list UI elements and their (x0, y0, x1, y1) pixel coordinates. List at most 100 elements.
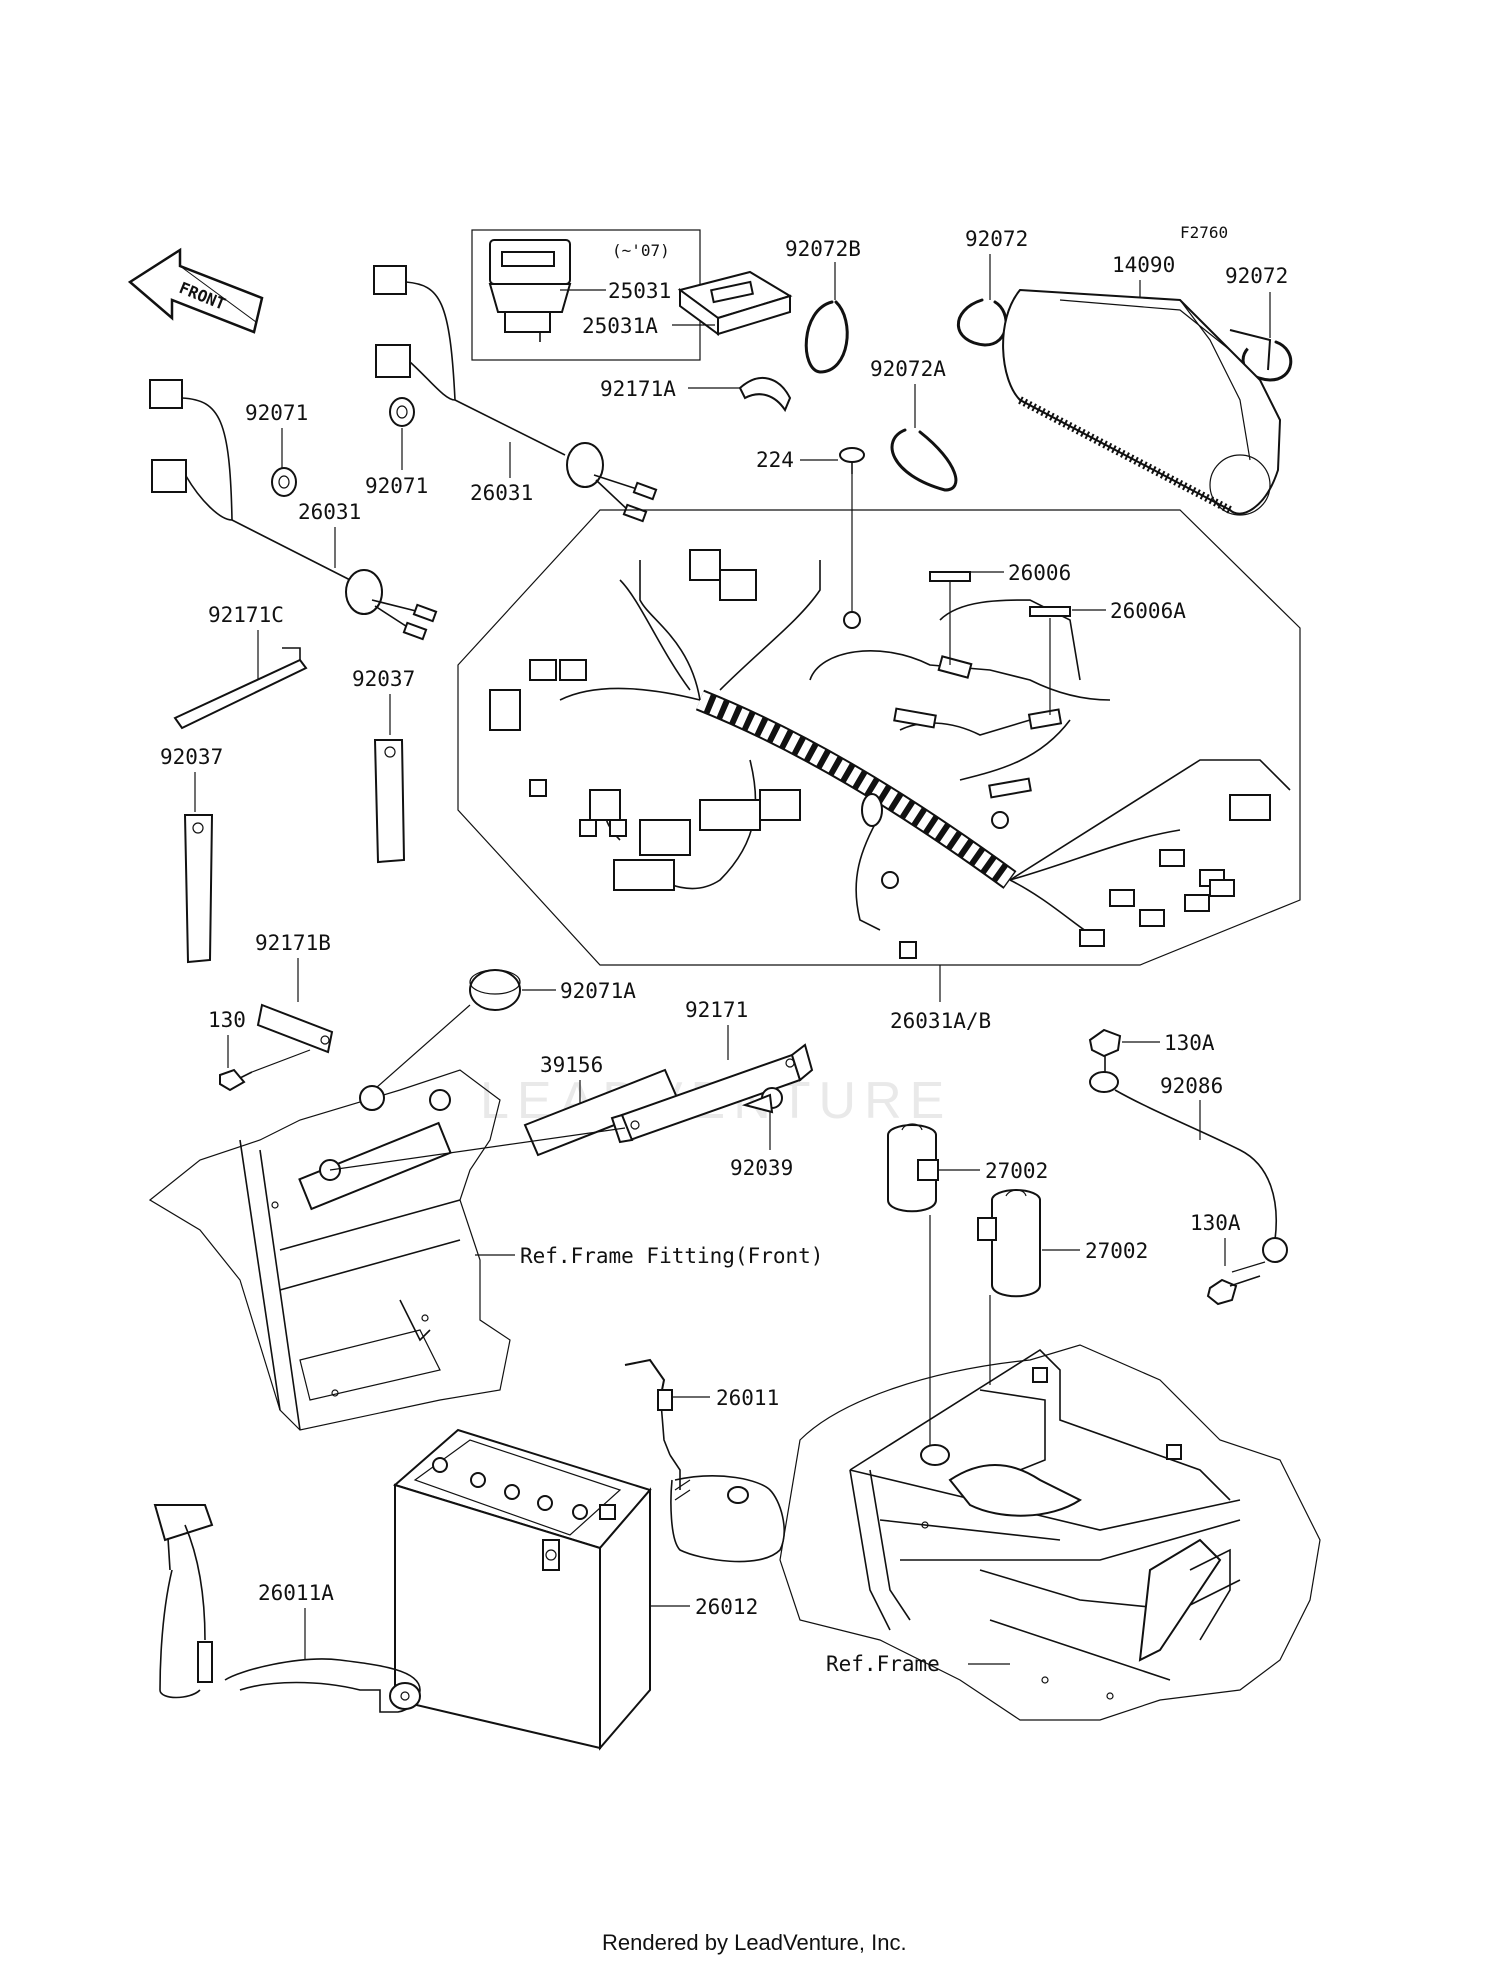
label-25031: 25031 (608, 279, 671, 303)
part-92071-b-group: 92071 (365, 397, 428, 498)
part-14090-group: 14090 (1002, 253, 1282, 516)
figure-code: F2760 (1180, 223, 1228, 242)
cover-14090-icon (1002, 288, 1282, 516)
battery-lead-26011A-icon (153, 1504, 421, 1713)
part-92072B-group: 92072B (785, 237, 861, 374)
bolt-130-icon (219, 1068, 253, 1092)
bracket-92171C-icon (173, 658, 308, 730)
part-92037-left-group: 92037 (160, 745, 223, 964)
label-26031AB: 26031A/B (890, 1009, 991, 1033)
part-27002-bottom-group: 27002 (977, 1189, 1148, 1385)
ref-frame-front-label-group: Ref.Frame Fitting(Front) (475, 1244, 823, 1268)
label-92071-b: 92071 (365, 474, 428, 498)
part-26011-group: 26011 (624, 1358, 785, 1563)
main-harness-26031AB-group: 26031A/B (457, 509, 1301, 1033)
part-130A-top-group: 130A (1088, 1028, 1215, 1080)
label-92071-a: 92071 (245, 401, 308, 425)
part-130A-bottom-group: 130A (1190, 1211, 1266, 1306)
part-92171C-group: 92171C (173, 603, 308, 730)
part-25031-group: (~'07) 25031 (471, 229, 701, 361)
bracket-92171-icon (610, 1043, 814, 1144)
label-92086: 92086 (1160, 1074, 1223, 1098)
grommet-92071-b-icon (389, 397, 415, 427)
part-25031A-group: 25031A (582, 270, 793, 338)
hour-meter-25031-icon (488, 239, 572, 342)
ground-lead-92086-icon (1089, 1071, 1288, 1263)
part-224-group: 224 (756, 447, 865, 629)
footer-credit: Rendered by LeadVenture, Inc. (602, 1930, 907, 1955)
label-92037-right: 92037 (352, 667, 415, 691)
label-92072A: 92072A (870, 357, 946, 381)
label-26031-left: 26031 (298, 500, 361, 524)
part-92171-group: 92171 (610, 998, 814, 1144)
part-26031-left-label-group: 26031 (298, 500, 361, 568)
label-92072-a: 92072 (965, 227, 1028, 251)
part-26006A-group: 26006A (1049, 599, 1186, 715)
cable-tie-92072A-icon (890, 428, 958, 492)
label-130: 130 (208, 1008, 246, 1032)
main-harness-26031AB-icon (489, 549, 1291, 959)
battery-lead-26011-icon (624, 1358, 785, 1563)
battery-26012-icon (392, 1428, 652, 1751)
label-92171: 92171 (685, 998, 748, 1022)
sub-harness-26031-left-icon (149, 379, 438, 641)
bolt-224-icon (839, 447, 865, 474)
frame-fitting-front-icon (148, 1069, 626, 1431)
label-25031A: 25031A (582, 314, 658, 338)
frame-rear-icon (779, 1344, 1321, 1721)
clamp-92171A-icon (738, 377, 792, 413)
label-ref-frame: Ref.Frame (826, 1652, 940, 1676)
part-27002-top-group: 27002 (887, 1123, 1048, 1460)
part-26031-center-label-group: 26031 (470, 442, 533, 505)
label-92072-b: 92072 (1225, 264, 1288, 288)
label-39156: 39156 (540, 1053, 603, 1077)
sub-harness-26031-center-icon (373, 265, 658, 523)
label-25031-note: (~'07) (612, 241, 670, 260)
part-92071-a-group: 92071 (245, 401, 308, 497)
bracket-92171B-icon (256, 1003, 334, 1054)
cable-tie-92072-a-icon (956, 298, 1008, 347)
label-ref-frame-front: Ref.Frame Fitting(Front) (520, 1244, 823, 1268)
part-92086-group: 92086 (1089, 1071, 1288, 1263)
clip-92039-icon (741, 1087, 783, 1114)
label-27002-top: 27002 (985, 1159, 1048, 1183)
cable-tie-92072-b-icon (1241, 338, 1293, 382)
part-92072A-group: 92072A (870, 357, 958, 492)
relay-27002-top-icon (887, 1123, 939, 1213)
label-92171C: 92171C (208, 603, 284, 627)
label-92072B: 92072B (785, 237, 861, 261)
part-92037-right-group: 92037 (352, 667, 415, 864)
label-92071A: 92071A (560, 979, 636, 1003)
label-92039: 92039 (730, 1156, 793, 1180)
label-92171A: 92171A (600, 377, 676, 401)
grommet-92071-a-icon (271, 467, 297, 497)
label-26006A: 26006A (1110, 599, 1186, 623)
part-26011A-group: 26011A (153, 1504, 421, 1713)
band-92037-left-icon (183, 814, 214, 964)
label-26006: 26006 (1008, 561, 1071, 585)
label-26011: 26011 (716, 1386, 779, 1410)
band-92037-right-icon (373, 739, 406, 864)
part-92171B-group: 92171B (255, 931, 334, 1054)
relay-27002-bottom-icon (977, 1189, 1041, 1298)
part-92072-b-group: 92072 (1225, 264, 1293, 382)
label-92037-left: 92037 (160, 745, 223, 769)
label-130A-bottom: 130A (1190, 1211, 1241, 1235)
ref-frame-label-group: Ref.Frame (826, 1652, 1010, 1676)
label-26031-center: 26031 (470, 481, 533, 505)
part-92071A-group: 92071A (367, 969, 636, 1096)
cable-tie-92072B-icon (804, 300, 849, 374)
part-92171A-group: 92171A (600, 377, 792, 413)
part-92039-group: 92039 (730, 1087, 793, 1180)
label-26011A: 26011A (258, 1581, 334, 1605)
label-92171B: 92171B (255, 931, 331, 955)
bolt-130A-bottom-icon (1206, 1275, 1261, 1306)
label-130A-top: 130A (1164, 1031, 1215, 1055)
label-14090: 14090 (1112, 253, 1175, 277)
part-26012-group: 26012 (392, 1428, 758, 1751)
label-224: 224 (756, 448, 794, 472)
hour-meter-25031A-icon (677, 270, 793, 336)
part-130-group: 130 (208, 1008, 311, 1092)
label-27002-bottom: 27002 (1085, 1239, 1148, 1263)
